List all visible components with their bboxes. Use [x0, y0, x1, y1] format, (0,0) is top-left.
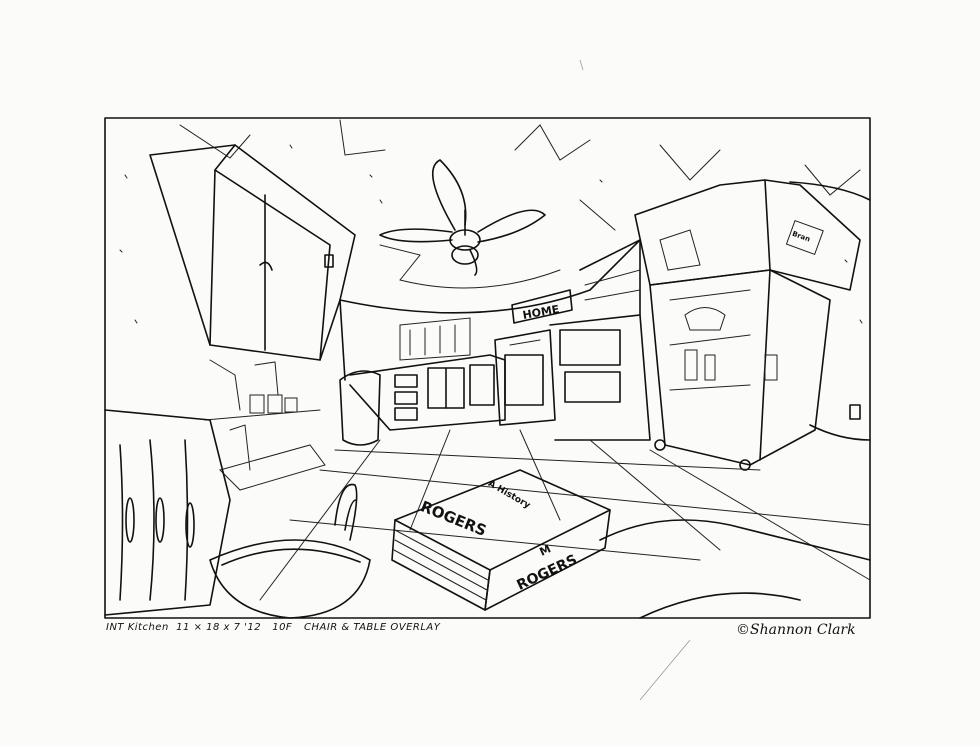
history-book: ROGERS A History M ROGERS — [391, 469, 611, 611]
home-sign-text: HOME — [522, 303, 561, 322]
fridge-box-label: Bran — [791, 230, 811, 244]
upper-cabinet-left — [149, 144, 356, 361]
artist-signature: ©Shannon Clark — [736, 622, 856, 638]
wall-outlet — [849, 404, 861, 420]
caption-overlay: CHAIR & TABLE OVERLAY — [304, 622, 441, 633]
right-wall-floorline — [809, 424, 871, 441]
ceiling-fan — [379, 159, 546, 276]
home-sign: HOME — [511, 289, 573, 324]
foreground-cabinet-door — [104, 409, 231, 616]
foreground-chair — [209, 483, 371, 619]
size-label: 11 × 18 x 7 '12 — [176, 622, 262, 633]
ceiling-pattern — [179, 119, 861, 289]
scene-label: INT Kitchen — [106, 622, 169, 633]
pencil-mark-lower — [639, 639, 691, 701]
left-pantry-shelves — [204, 359, 326, 491]
book-spine-title: ROGERS — [514, 552, 579, 594]
ceiling-wall-edge — [339, 239, 641, 314]
right-wall-arc — [789, 181, 871, 201]
left-wall-line — [339, 299, 346, 381]
right-lower-cabinets — [549, 239, 651, 441]
back-counter — [349, 317, 506, 431]
book-spine-initial: M — [538, 542, 553, 558]
open-refrigerator: Bran — [634, 179, 861, 471]
drawing-frame — [104, 117, 871, 619]
rug — [599, 519, 871, 619]
trash-can — [339, 370, 381, 446]
floor-tiles — [259, 429, 871, 601]
book-cover-band: A History — [486, 479, 532, 511]
wall-dots — [119, 144, 863, 324]
caption-scene: INT Kitchen 11 × 18 x 7 '12 10F — [106, 622, 292, 633]
pencil-mark — [579, 59, 584, 71]
stove — [494, 329, 556, 426]
field-label: 10F — [272, 622, 293, 633]
